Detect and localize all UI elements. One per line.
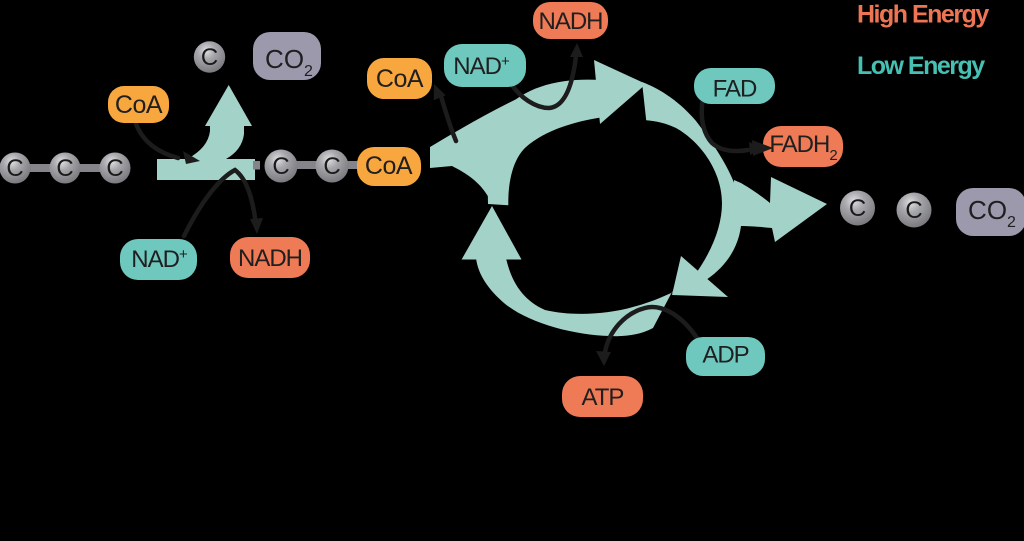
svg-text:C: C <box>849 195 866 222</box>
svg-text:C: C <box>201 44 218 71</box>
svg-text:C: C <box>106 155 123 182</box>
svg-text:C: C <box>323 153 340 180</box>
svg-text:CoA: CoA <box>115 91 163 119</box>
svg-text:ADP: ADP <box>702 342 748 369</box>
svg-text:C: C <box>905 197 922 224</box>
svg-text:CoA: CoA <box>376 65 424 93</box>
svg-text:CoA: CoA <box>365 152 413 180</box>
svg-text:C: C <box>56 155 73 182</box>
svg-text:High Energy: High Energy <box>857 1 989 29</box>
svg-text:ATP: ATP <box>582 384 624 411</box>
svg-text:NAD+: NAD+ <box>131 246 188 273</box>
svg-text:NADH: NADH <box>538 8 602 35</box>
svg-text:C: C <box>6 155 23 182</box>
svg-text:FAD: FAD <box>713 76 757 103</box>
svg-text:NADH: NADH <box>238 245 302 272</box>
svg-text:C: C <box>272 153 289 180</box>
svg-text:Low Energy: Low Energy <box>857 52 985 80</box>
